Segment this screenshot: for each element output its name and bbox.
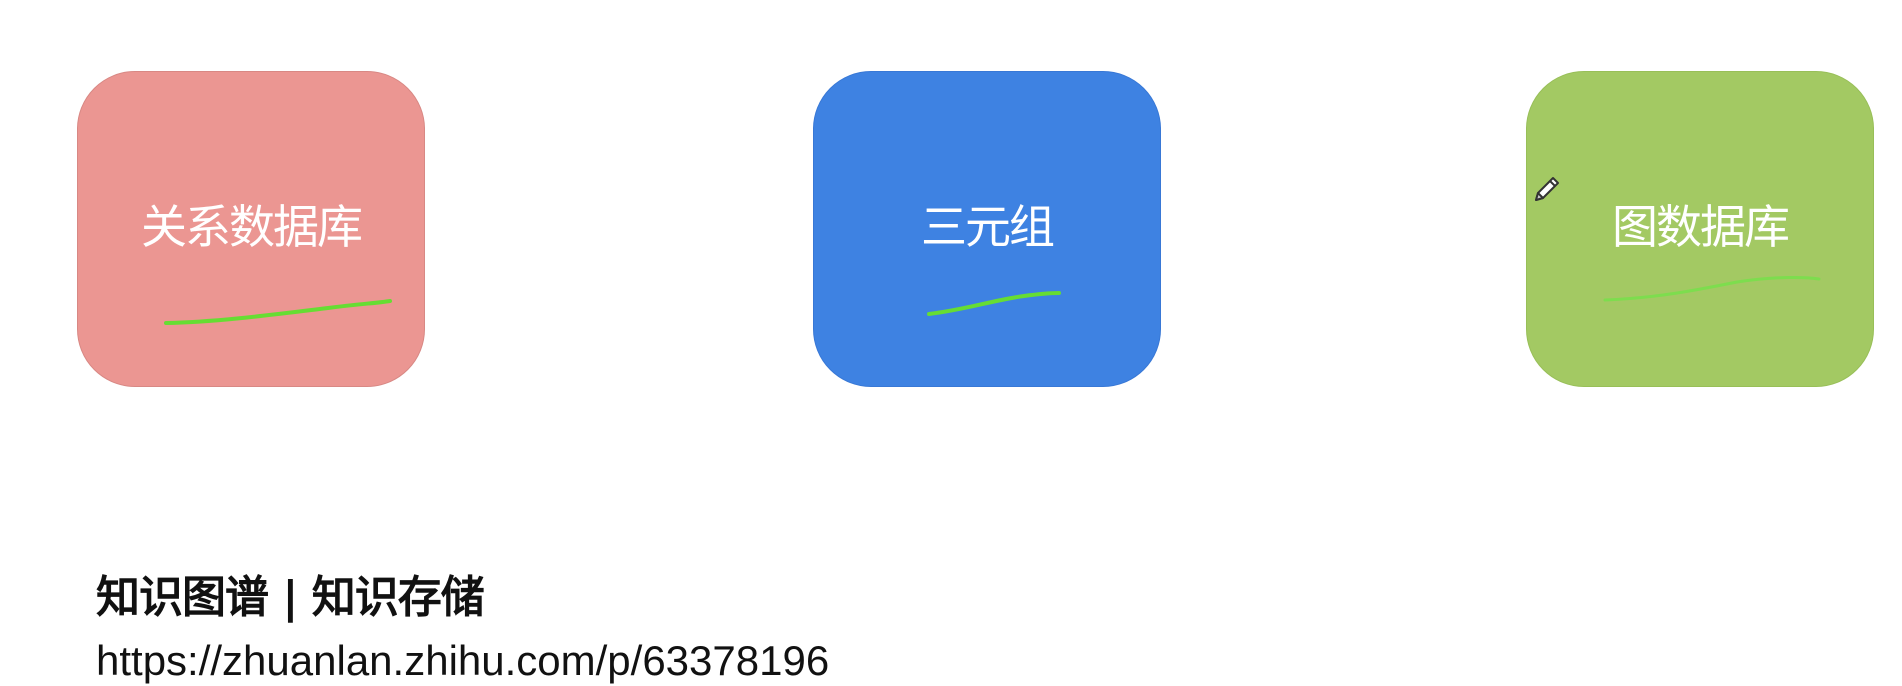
card-label-triple: 三元组 xyxy=(921,200,1055,254)
footer-url-link[interactable]: https://zhuanlan.zhihu.com/p/63378196 xyxy=(96,637,830,684)
card-label-graph-database: 图数据库 xyxy=(1612,200,1790,254)
relational-database-card: 关系数据库 xyxy=(77,71,425,387)
graph-database-card: 图数据库 xyxy=(1526,71,1874,387)
pencil-icon xyxy=(1535,177,1559,201)
footer-title: 知识图谱 | 知识存储 xyxy=(96,572,485,623)
triple-card: 三元组 xyxy=(813,71,1161,387)
card-label-relational-database: 关系数据库 xyxy=(141,200,363,254)
